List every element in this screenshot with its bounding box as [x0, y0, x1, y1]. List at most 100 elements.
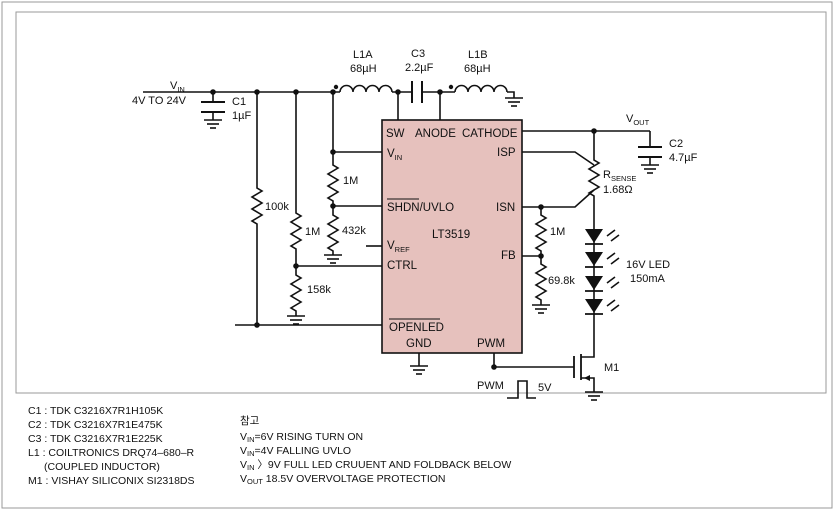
notes-heading: 참고 — [240, 415, 260, 427]
rsense-value: 1.68Ω — [603, 184, 633, 196]
pin-vref: VREF — [387, 240, 410, 254]
pin-fb: FB — [501, 250, 516, 262]
note-4-text: 18.5V OVERVOLTAGE PROTECTION — [263, 473, 446, 485]
note-4-sym: V — [240, 473, 247, 485]
pin-gnd: GND — [406, 338, 432, 350]
vin-label-sub: IN — [177, 85, 185, 94]
note-3-sub: IN — [247, 463, 255, 472]
isp-sense-wire — [522, 151, 595, 166]
pin-sw: SW — [386, 128, 405, 140]
led-3 — [585, 276, 620, 292]
vout-label: VOUT — [626, 113, 650, 127]
r1m-left-value: 1M — [305, 226, 320, 238]
note-1-sym: V — [240, 431, 247, 443]
r100k-wire — [250, 92, 264, 325]
note-3-text: 〉9V FULL LED CRUUENT AND FOLDBACK BELOW — [255, 459, 512, 471]
led-3-body — [585, 276, 603, 290]
vin-label-main: V — [170, 80, 178, 92]
led-4-light-rays — [606, 299, 620, 312]
c2-ground — [640, 164, 660, 174]
vout-label-sub: OUT — [633, 118, 649, 127]
r1m-fb-wire — [534, 207, 548, 256]
led-2-body — [585, 252, 603, 266]
r1m-fb-value: 1M — [550, 226, 565, 238]
pin-vref-sub: REF — [395, 245, 410, 254]
r69k-wire — [534, 256, 548, 305]
pin-pwm: PWM — [477, 338, 505, 350]
pin-anode: ANODE — [415, 128, 456, 140]
m1-arrow — [584, 375, 590, 381]
pwm-waveform — [507, 380, 536, 399]
c1-ground — [203, 119, 223, 129]
c3-value: 2.2µF — [405, 62, 434, 74]
led-string — [585, 222, 620, 352]
note-2-sym: V — [240, 445, 247, 457]
bom-item-c1: C1 : TDK C3216X7R1H105K — [28, 405, 163, 417]
led-1 — [585, 229, 620, 245]
notes: 참고 VIN=6V RISING TURN ON VIN=4V FALLING … — [240, 415, 511, 486]
l1b-polarity-dot — [448, 84, 454, 90]
vin-ic-wire — [332, 92, 382, 153]
vin-label: VIN — [170, 80, 185, 94]
pin-vin: VIN — [387, 148, 402, 162]
bom-item-c3: C3 : TDK C3216X7R1E225K — [28, 433, 163, 445]
l1a-coil — [339, 84, 393, 93]
r432k-ground — [323, 254, 343, 264]
ic-name: LT3519 — [432, 229, 470, 241]
led-voltage: 16V LED — [626, 259, 670, 271]
pin-vin-sub: IN — [395, 153, 403, 162]
m1-label: M1 — [604, 362, 619, 374]
l1a-name: L1A — [353, 49, 373, 61]
note-2-text: =4V FALLING UVLO — [255, 445, 352, 457]
pin-shdn: SHDN — [387, 202, 420, 214]
r1m-left-wire — [289, 92, 303, 266]
bom-list: C1 : TDK C3216X7R1H105K C2 : TDK C3216X7… — [28, 405, 195, 487]
ic-ground — [409, 365, 429, 375]
bom-item-m1: M1 : VISHAY SILICONIX SI2318DS — [28, 475, 195, 487]
c2-value: 4.7µF — [669, 152, 698, 164]
vout-label-main: V — [626, 113, 634, 125]
rsense-label-sub: SENSE — [611, 174, 636, 183]
led-current: 150mA — [630, 273, 666, 285]
pin-uvlo: /UVLO — [420, 202, 455, 214]
l1a-polarity-dot — [333, 84, 339, 90]
junction-pwm — [491, 364, 497, 370]
c2-name: C2 — [669, 138, 683, 150]
c1-value: 1µF — [232, 110, 251, 122]
r158k-value: 158k — [307, 284, 331, 296]
led-2-light-rays — [606, 252, 620, 265]
pin-ctrl: CTRL — [387, 260, 418, 272]
l1b-coil — [454, 84, 508, 93]
pwm-amplitude: 5V — [538, 382, 552, 394]
r69k-value: 69.8k — [548, 275, 575, 287]
isn-sense-wire — [522, 189, 595, 208]
r1m-top-value: 1M — [343, 175, 358, 187]
r432k-wire — [326, 206, 340, 255]
pin-openled: OPENLED — [389, 322, 444, 334]
l1b-ground — [504, 97, 524, 107]
pwm-pin-wire — [493, 353, 574, 368]
led-1-light-rays — [606, 229, 620, 242]
l1b-ground-wire — [507, 91, 515, 98]
note-2-sub: IN — [247, 449, 255, 458]
led-1-body — [585, 229, 603, 243]
r158k-wire — [289, 266, 303, 316]
l1b-value: 68µH — [464, 63, 491, 75]
note-4-sub: OUT — [247, 477, 263, 486]
note-1: VIN=6V RISING TURN ON — [240, 431, 363, 444]
pin-shdn-uvlo: SHDN/UVLO — [387, 202, 454, 214]
note-1-sub: IN — [247, 435, 255, 444]
pin-isp: ISP — [497, 147, 516, 159]
ic-lt3519 — [381, 119, 523, 354]
note-3-sym: V — [240, 459, 247, 471]
m1-mosfet — [573, 352, 595, 392]
pin-cathode: CATHODE — [462, 128, 518, 140]
l1a-value: 68µH — [350, 63, 377, 75]
led-2 — [585, 252, 620, 268]
r1m-top-wire — [326, 152, 340, 206]
r432k-value: 432k — [342, 225, 366, 237]
note-1-text: =6V RISING TURN ON — [255, 431, 364, 443]
pin-vref-main: V — [387, 240, 395, 252]
